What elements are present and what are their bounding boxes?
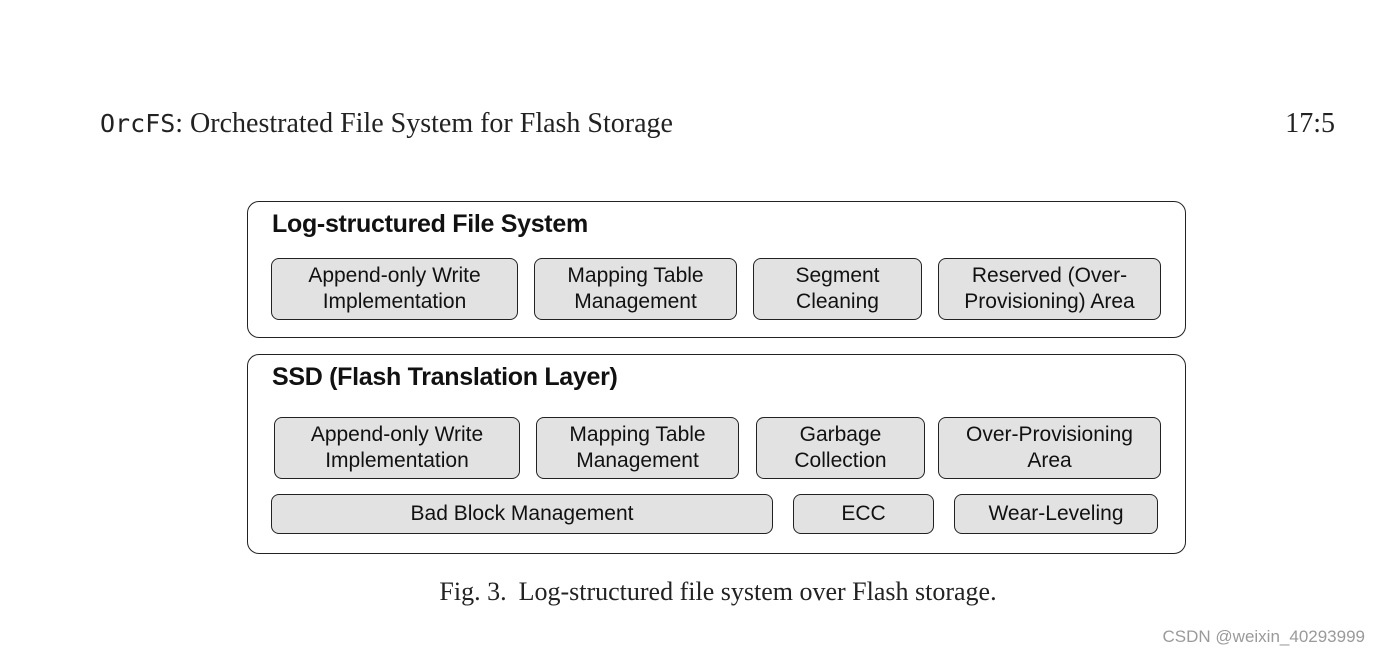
fs-block-segment-cleaning: Segment Cleaning (753, 258, 922, 320)
ssd-block-bad-block-management: Bad Block Management (271, 494, 773, 534)
fs-block-segment-cleaning-line2: Cleaning (796, 290, 879, 313)
fs-block-reserved-area-line2: Provisioning) Area (964, 290, 1135, 313)
ssd-layer-box: SSD (Flash Translation Layer) Append-onl… (247, 354, 1186, 554)
ssd-block-append-only-write: Append-only Write Implementation (274, 417, 520, 479)
ssd-block-mapping-table-line1: Mapping Table (569, 423, 706, 446)
fs-layer-title: Log-structured File System (272, 210, 588, 238)
ssd-block-mapping-table-line2: Management (576, 449, 699, 472)
ssd-block-ecc: ECC (793, 494, 934, 534)
page-number: 17:5 (1285, 108, 1335, 139)
fs-block-append-only-write-line2: Implementation (322, 290, 467, 313)
ssd-block-garbage-collection: Garbage Collection (756, 417, 925, 479)
ssd-block-append-only-write-line2: Implementation (325, 449, 469, 472)
ssd-block-garbage-collection-line1: Garbage (799, 423, 882, 446)
ssd-block-over-provisioning-line2: Area (1027, 449, 1072, 472)
ssd-block-bad-block-management-label: Bad Block Management (410, 502, 634, 525)
fs-block-segment-cleaning-line1: Segment (795, 264, 880, 287)
running-head-system-name: OrcFS (100, 109, 176, 138)
figure-caption: Fig. 3. Log-structured file system over F… (0, 577, 1380, 607)
fs-block-reserved-area: Reserved (Over- Provisioning) Area (938, 258, 1161, 320)
fs-block-mapping-table-line2: Management (574, 290, 697, 313)
figure-caption-label: Fig. 3. (439, 577, 507, 606)
ssd-block-wear-leveling-label: Wear-Leveling (988, 502, 1124, 525)
ssd-block-over-provisioning: Over-Provisioning Area (938, 417, 1161, 479)
fs-block-append-only-write: Append-only Write Implementation (271, 258, 518, 320)
ssd-layer-title: SSD (Flash Translation Layer) (272, 363, 618, 391)
figure-caption-text: Log-structured file system over Flash st… (518, 577, 997, 606)
ssd-block-wear-leveling: Wear-Leveling (954, 494, 1158, 534)
fs-block-reserved-area-line1: Reserved (Over- (971, 264, 1128, 287)
running-head: OrcFS: Orchestrated File System for Flas… (100, 108, 673, 140)
fs-layer-box: Log-structured File System Append-only W… (247, 201, 1186, 338)
running-head-title: : Orchestrated File System for Flash Sto… (175, 108, 673, 139)
fs-block-append-only-write-line1: Append-only Write (308, 264, 481, 287)
fs-block-mapping-table-line1: Mapping Table (567, 264, 704, 287)
ssd-block-ecc-label: ECC (841, 502, 886, 525)
ssd-block-append-only-write-line1: Append-only Write (310, 423, 484, 446)
watermark: CSDN @weixin_40293999 (1162, 627, 1365, 646)
fs-block-mapping-table: Mapping Table Management (534, 258, 737, 320)
ssd-block-garbage-collection-line2: Collection (794, 449, 887, 472)
ssd-block-over-provisioning-line1: Over-Provisioning (966, 423, 1133, 446)
ssd-block-mapping-table: Mapping Table Management (536, 417, 739, 479)
